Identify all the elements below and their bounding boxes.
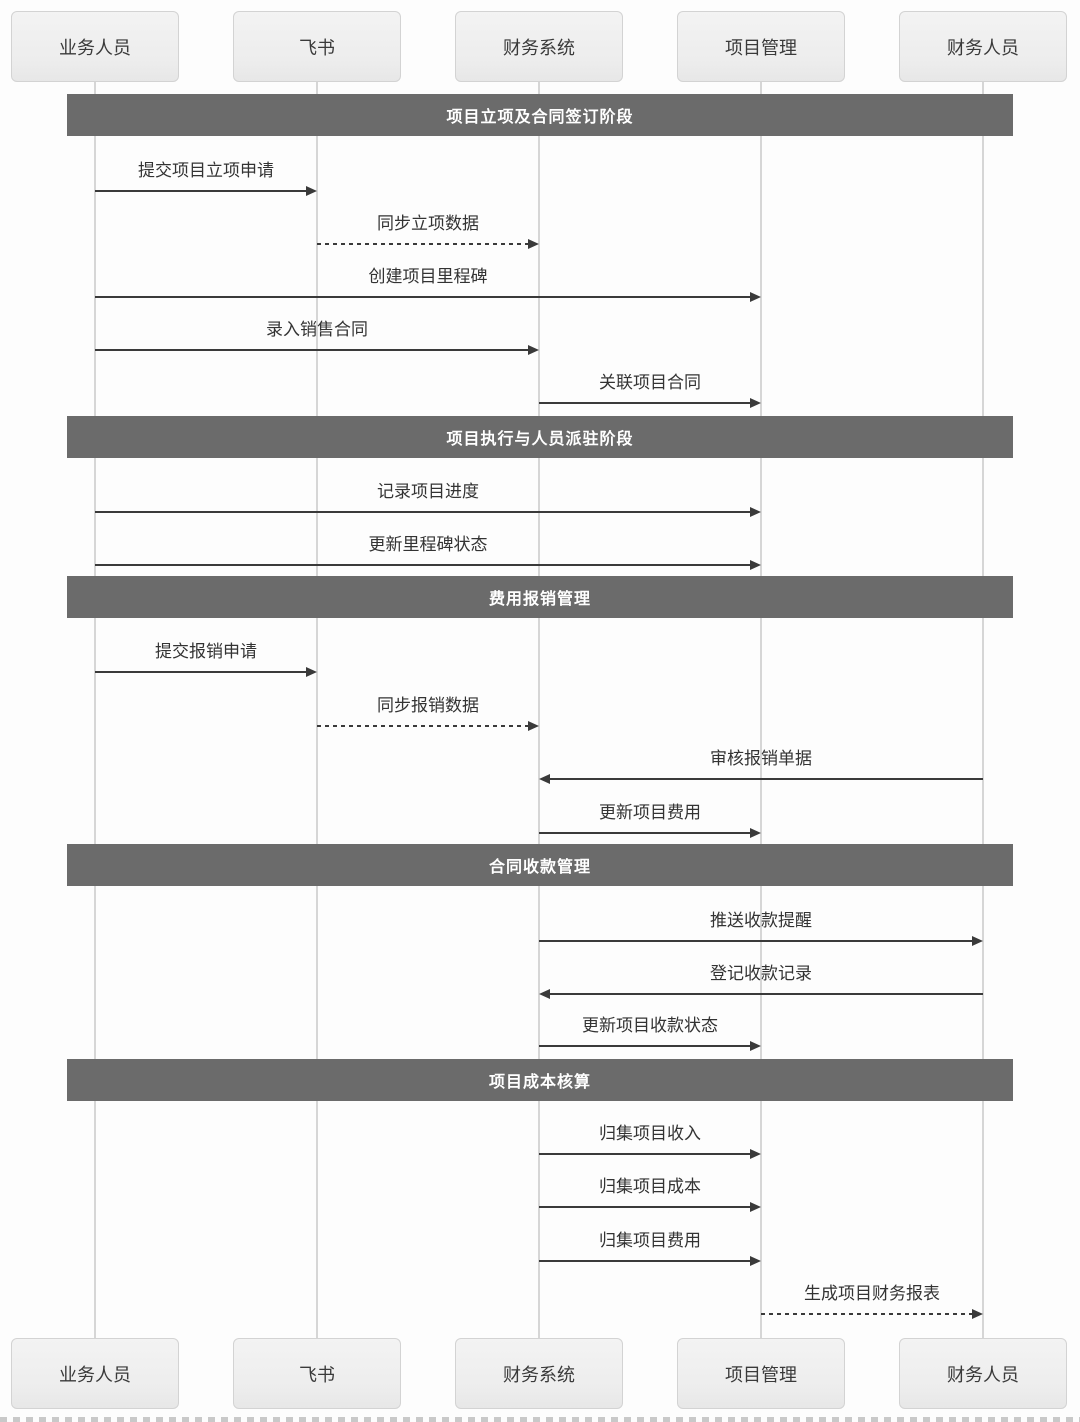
message-label: 更新里程碑状态 [368, 535, 488, 554]
message-line [539, 1260, 751, 1262]
phase-band: 项目成本核算 [67, 1059, 1013, 1101]
phase-label: 项目立项及合同签订阶段 [446, 109, 634, 126]
arrowhead-icon [750, 398, 761, 408]
lifeline [316, 82, 318, 1338]
arrowhead-icon [306, 186, 317, 196]
message-label: 归集项目收入 [599, 1124, 701, 1143]
message-label: 归集项目成本 [599, 1177, 701, 1196]
message-line [539, 940, 973, 942]
lifeline [982, 82, 984, 1338]
message-label: 推送收款提醒 [710, 911, 812, 930]
actor-label: 财务系统 [503, 1364, 575, 1385]
arrowhead-icon [972, 1309, 983, 1319]
phase-label: 合同收款管理 [488, 859, 591, 876]
message-label: 创建项目里程碑 [368, 267, 488, 286]
actor-label: 财务人员 [947, 1364, 1019, 1385]
arrowhead-icon [539, 774, 550, 784]
message-line [761, 1313, 973, 1315]
message-line [539, 402, 751, 404]
phase-band: 费用报销管理 [67, 576, 1013, 618]
arrowhead-icon [528, 721, 539, 731]
message-label: 录入销售合同 [266, 320, 368, 339]
message-label: 同步报销数据 [377, 696, 479, 715]
message-label: 提交报销申请 [155, 642, 257, 661]
message-line [95, 511, 751, 513]
arrowhead-icon [528, 345, 539, 355]
actor-bottom-box: 财务系统 [455, 1338, 623, 1409]
lifeline [94, 82, 96, 1338]
message-label: 生成项目财务报表 [804, 1284, 940, 1303]
message-label: 更新项目费用 [599, 803, 701, 822]
message-line [95, 564, 751, 566]
arrowhead-icon [528, 239, 539, 249]
arrowhead-icon [750, 828, 761, 838]
message-line [539, 1206, 751, 1208]
message-label: 提交项目立项申请 [138, 161, 274, 180]
phase-band: 项目执行与人员派驻阶段 [67, 416, 1013, 458]
actor-label: 业务人员 [59, 37, 131, 58]
actor-top-box: 财务人员 [899, 11, 1067, 82]
lifeline [760, 82, 762, 1338]
arrowhead-icon [750, 1041, 761, 1051]
message-label: 归集项目费用 [599, 1231, 701, 1250]
message-label: 登记收款记录 [710, 964, 812, 983]
actor-bottom-box: 飞书 [233, 1338, 401, 1409]
message-line [539, 1045, 751, 1047]
arrowhead-icon [750, 292, 761, 302]
arrowhead-icon [972, 936, 983, 946]
phase-band: 合同收款管理 [67, 844, 1013, 886]
actor-top-box: 飞书 [233, 11, 401, 82]
arrowhead-icon [750, 1202, 761, 1212]
message-label: 关联项目合同 [599, 373, 701, 392]
message-line [549, 993, 983, 995]
arrowhead-icon [750, 1149, 761, 1159]
message-line [95, 671, 307, 673]
message-line [317, 725, 529, 727]
phase-label: 项目成本核算 [488, 1074, 591, 1091]
message-line [539, 1153, 751, 1155]
actor-label: 财务人员 [947, 37, 1019, 58]
actor-label: 业务人员 [59, 1364, 131, 1385]
actor-bottom-box: 业务人员 [11, 1338, 179, 1409]
lifeline [538, 82, 540, 1338]
actor-top-box: 项目管理 [677, 11, 845, 82]
phase-label: 费用报销管理 [488, 591, 591, 608]
actor-bottom-box: 项目管理 [677, 1338, 845, 1409]
actor-label: 项目管理 [725, 1364, 797, 1385]
page-break-dashed-line [0, 1417, 1080, 1422]
actor-label: 项目管理 [725, 37, 797, 58]
message-label: 记录项目进度 [377, 482, 479, 501]
arrowhead-icon [750, 507, 761, 517]
message-line [95, 190, 307, 192]
message-line [95, 296, 751, 298]
message-label: 审核报销单据 [710, 749, 812, 768]
message-line [539, 832, 751, 834]
message-line [95, 349, 529, 351]
actor-label: 财务系统 [503, 37, 575, 58]
actor-top-box: 业务人员 [11, 11, 179, 82]
phase-label: 项目执行与人员派驻阶段 [446, 431, 634, 448]
arrowhead-icon [306, 667, 317, 677]
message-line [317, 243, 529, 245]
actor-top-box: 财务系统 [455, 11, 623, 82]
actor-label: 飞书 [299, 1364, 335, 1385]
actor-bottom-box: 财务人员 [899, 1338, 1067, 1409]
message-line [549, 778, 983, 780]
phase-band: 项目立项及合同签订阶段 [67, 94, 1013, 136]
arrowhead-icon [750, 1256, 761, 1266]
arrowhead-icon [750, 560, 761, 570]
message-label: 更新项目收款状态 [582, 1016, 718, 1035]
arrowhead-icon [539, 989, 550, 999]
actor-label: 飞书 [299, 37, 335, 58]
message-label: 同步立项数据 [377, 214, 479, 233]
